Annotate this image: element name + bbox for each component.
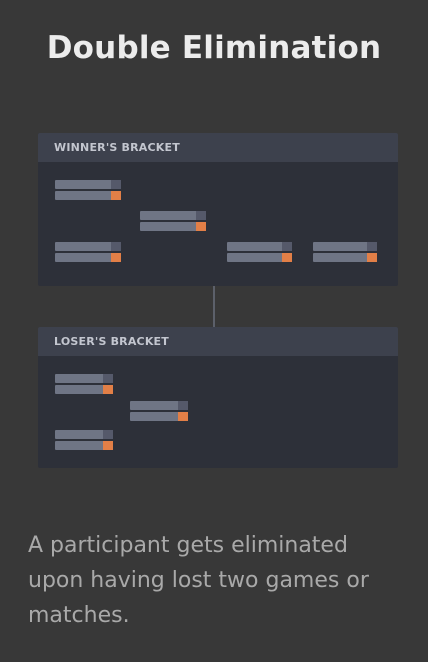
winner-score-cap — [103, 441, 113, 450]
losers-bracket-label: LOSER'S BRACKET — [54, 335, 169, 348]
match-slot-bottom — [140, 222, 206, 231]
winners-match-r2[interactable] — [140, 211, 206, 233]
score-cap — [196, 211, 206, 220]
winner-score-cap — [111, 253, 121, 262]
card-title: Double Elimination — [46, 30, 382, 66]
winner-score-cap — [196, 222, 206, 231]
score-cap — [282, 242, 292, 251]
losers-match-r1-2[interactable] — [55, 430, 113, 452]
match-slot-top — [313, 242, 377, 251]
card-description: A participant gets eliminated upon havin… — [28, 533, 369, 628]
winner-score-cap — [367, 253, 377, 262]
match-slot-top — [55, 430, 113, 439]
score-cap — [111, 242, 121, 251]
match-slot-top — [140, 211, 206, 220]
losers-match-r1-1[interactable] — [55, 374, 113, 396]
match-slot-top — [130, 401, 188, 410]
winner-score-cap — [178, 412, 188, 421]
match-slot-bottom — [55, 253, 121, 262]
grand-final-match[interactable] — [227, 242, 292, 264]
match-slot-top — [55, 242, 121, 251]
losers-bracket-panel: LOSER'S BRACKET — [38, 327, 398, 468]
winners-bracket-label: WINNER'S BRACKET — [54, 141, 180, 154]
match-slot-bottom — [313, 253, 377, 262]
champion-match[interactable] — [313, 242, 377, 264]
winners-match-r1-2[interactable] — [55, 242, 121, 264]
score-cap — [111, 180, 121, 189]
winner-score-cap — [103, 385, 113, 394]
score-cap — [103, 430, 113, 439]
winners-match-r1-1[interactable] — [55, 180, 121, 202]
winners-bracket-panel: WINNER'S BRACKET — [38, 133, 398, 286]
match-slot-top — [55, 374, 113, 383]
score-cap — [178, 401, 188, 410]
winner-score-cap — [111, 191, 121, 200]
score-cap — [367, 242, 377, 251]
winners-bracket-header: WINNER'S BRACKET — [38, 133, 398, 162]
winner-score-cap — [282, 253, 292, 262]
match-slot-bottom — [55, 441, 113, 450]
match-slot-bottom — [55, 385, 113, 394]
match-slot-bottom — [55, 191, 121, 200]
score-cap — [103, 374, 113, 383]
match-slot-bottom — [227, 253, 292, 262]
losers-match-r2[interactable] — [130, 401, 188, 423]
match-slot-top — [55, 180, 121, 189]
match-slot-bottom — [130, 412, 188, 421]
losers-bracket-header: LOSER'S BRACKET — [38, 327, 398, 356]
match-slot-top — [227, 242, 292, 251]
